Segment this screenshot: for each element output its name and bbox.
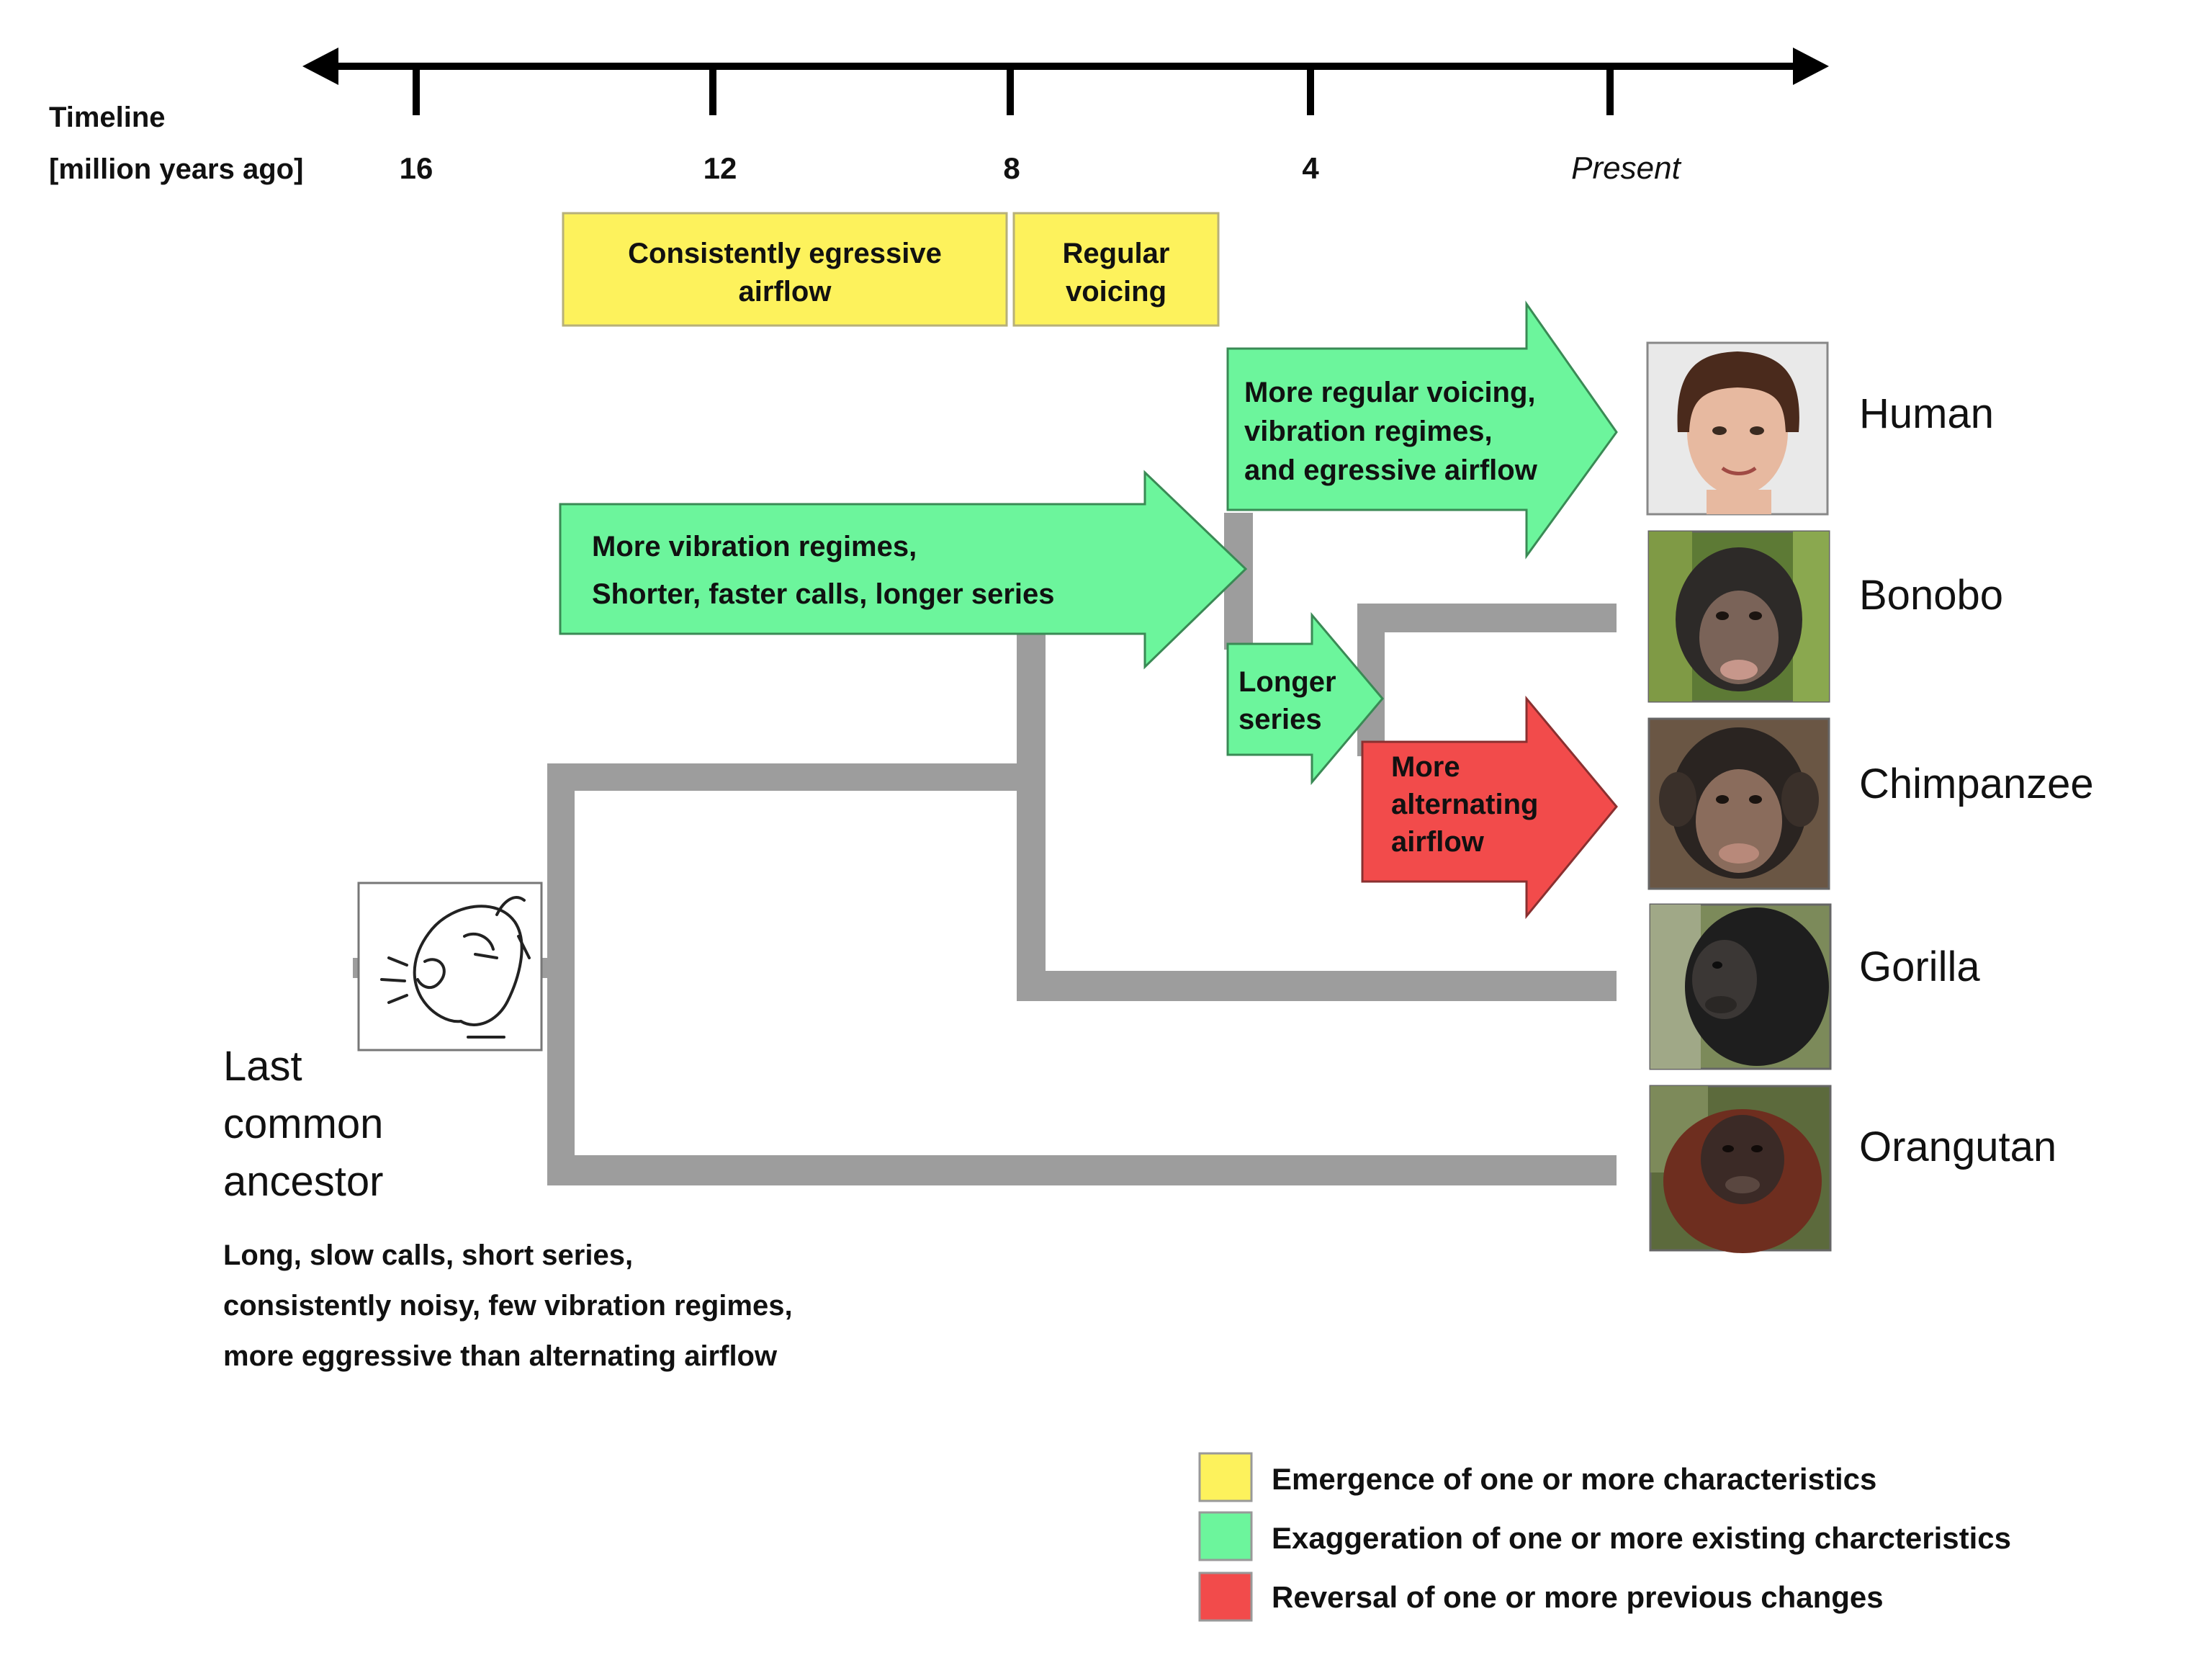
timeline-tick-label: 8 [1003,151,1020,185]
arrow-human-lineage [1226,300,1618,560]
bonobo-photo [1647,530,1830,703]
ancestor-description: more eggressive than alternating airflow [223,1340,778,1372]
tree-branch-gorilla [1017,971,1617,1001]
ancestor-description: consistently noisy, few vibration regime… [223,1290,793,1322]
ancestor-description: Long, slow calls, short series, [223,1239,633,1271]
arrow-human-text: vibration regimes, [1244,416,1493,447]
timeline-tick-label-present: Present [1571,151,1681,186]
species-photos [1646,341,1832,1253]
emergence-box-egressive-text: airflow [739,276,832,308]
arrow-chimpanzee-text: alternating [1391,789,1538,820]
ancestor-sketch-frame [357,882,543,1052]
arrow-african-ape-lineage [559,470,1248,670]
arrow-human-text: More regular voicing, [1244,377,1536,408]
emergence-boxes: Consistently egressive airflow Regular v… [562,212,1220,327]
tree-branch-bonobo [1357,604,1617,632]
timeline-tick-label: 12 [703,151,737,185]
timeline-unit-label: [million years ago] [49,153,303,185]
legend-swatch-green [1198,1511,1253,1561]
human-photo [1646,341,1829,516]
phylogenetic-tree [353,513,1617,1185]
ape-sketch-icon [380,896,531,1039]
timeline-tick-label: 16 [400,151,433,185]
emergence-box-egressive-text: Consistently egressive [628,238,942,269]
arrow-main-text: Shorter, faster calls, longer series [592,578,1055,610]
ancestor-title: ancestor [223,1158,383,1205]
legend-swatch-red [1198,1571,1253,1622]
emergence-box-voicing-text: Regular [1063,238,1170,269]
timeline-tick-label: 4 [1302,151,1319,185]
arrow-main-text: More vibration regimes, [592,531,917,562]
timeline-arrowhead-right [1793,48,1829,85]
legend-swatch-yellow [1198,1452,1253,1502]
ancestor-sketch [357,882,543,1052]
emergence-box-egressive [562,212,1008,327]
ancestor-title: common [223,1100,383,1147]
gorilla-photo [1649,903,1832,1070]
arrow-pan-lineage [1226,611,1384,786]
arrow-chimpanzee-text: airflow [1391,826,1485,858]
tree-branch-gorilla-vertical [1017,634,1046,1001]
legend: Emergence of one or more characteristics… [1198,1452,2011,1622]
timeline: Timeline [million years ago] 16 12 8 4 P… [49,48,1829,186]
legend-label-green: Exaggeration of one or more existing cha… [1272,1521,2011,1555]
species-label-chimpanzee: Chimpanzee [1859,761,2094,807]
chimpanzee-photo [1647,717,1830,890]
emergence-box-voicing-text: voicing [1066,276,1166,308]
species-labels: Human Bonobo Chimpanzee Gorilla Oranguta… [1859,390,2094,1170]
tree-branch-root-vertical [547,763,575,1185]
orangutan-photo [1649,1085,1832,1253]
species-label-gorilla: Gorilla [1859,943,1980,990]
legend-label-red: Reversal of one or more previous changes [1272,1580,1884,1614]
legend-label-yellow: Emergence of one or more characteristics [1272,1462,1876,1496]
change-arrows: More regular voicing, vibration regimes,… [559,300,1618,920]
ancestor-info: Last common ancestor Long, slow calls, s… [223,1043,793,1372]
species-label-bonobo: Bonobo [1859,572,2003,619]
tree-branch-african-ape [547,763,1026,791]
arrow-human-text: and egressive airflow [1244,454,1538,486]
arrow-pan-text: Longer [1238,666,1336,698]
arrow-chimpanzee-text: More [1391,751,1460,783]
timeline-label: Timeline [49,102,166,133]
arrow-chimpanzee-reversal [1361,695,1618,920]
ancestor-title: Last [223,1043,302,1090]
species-label-human: Human [1859,390,1994,437]
emergence-box-voicing [1012,212,1220,327]
arrow-pan-text: series [1238,704,1322,735]
timeline-arrowhead-left [302,48,338,85]
tree-branch-orangutan [547,1155,1617,1185]
species-label-orangutan: Orangutan [1859,1124,2056,1170]
